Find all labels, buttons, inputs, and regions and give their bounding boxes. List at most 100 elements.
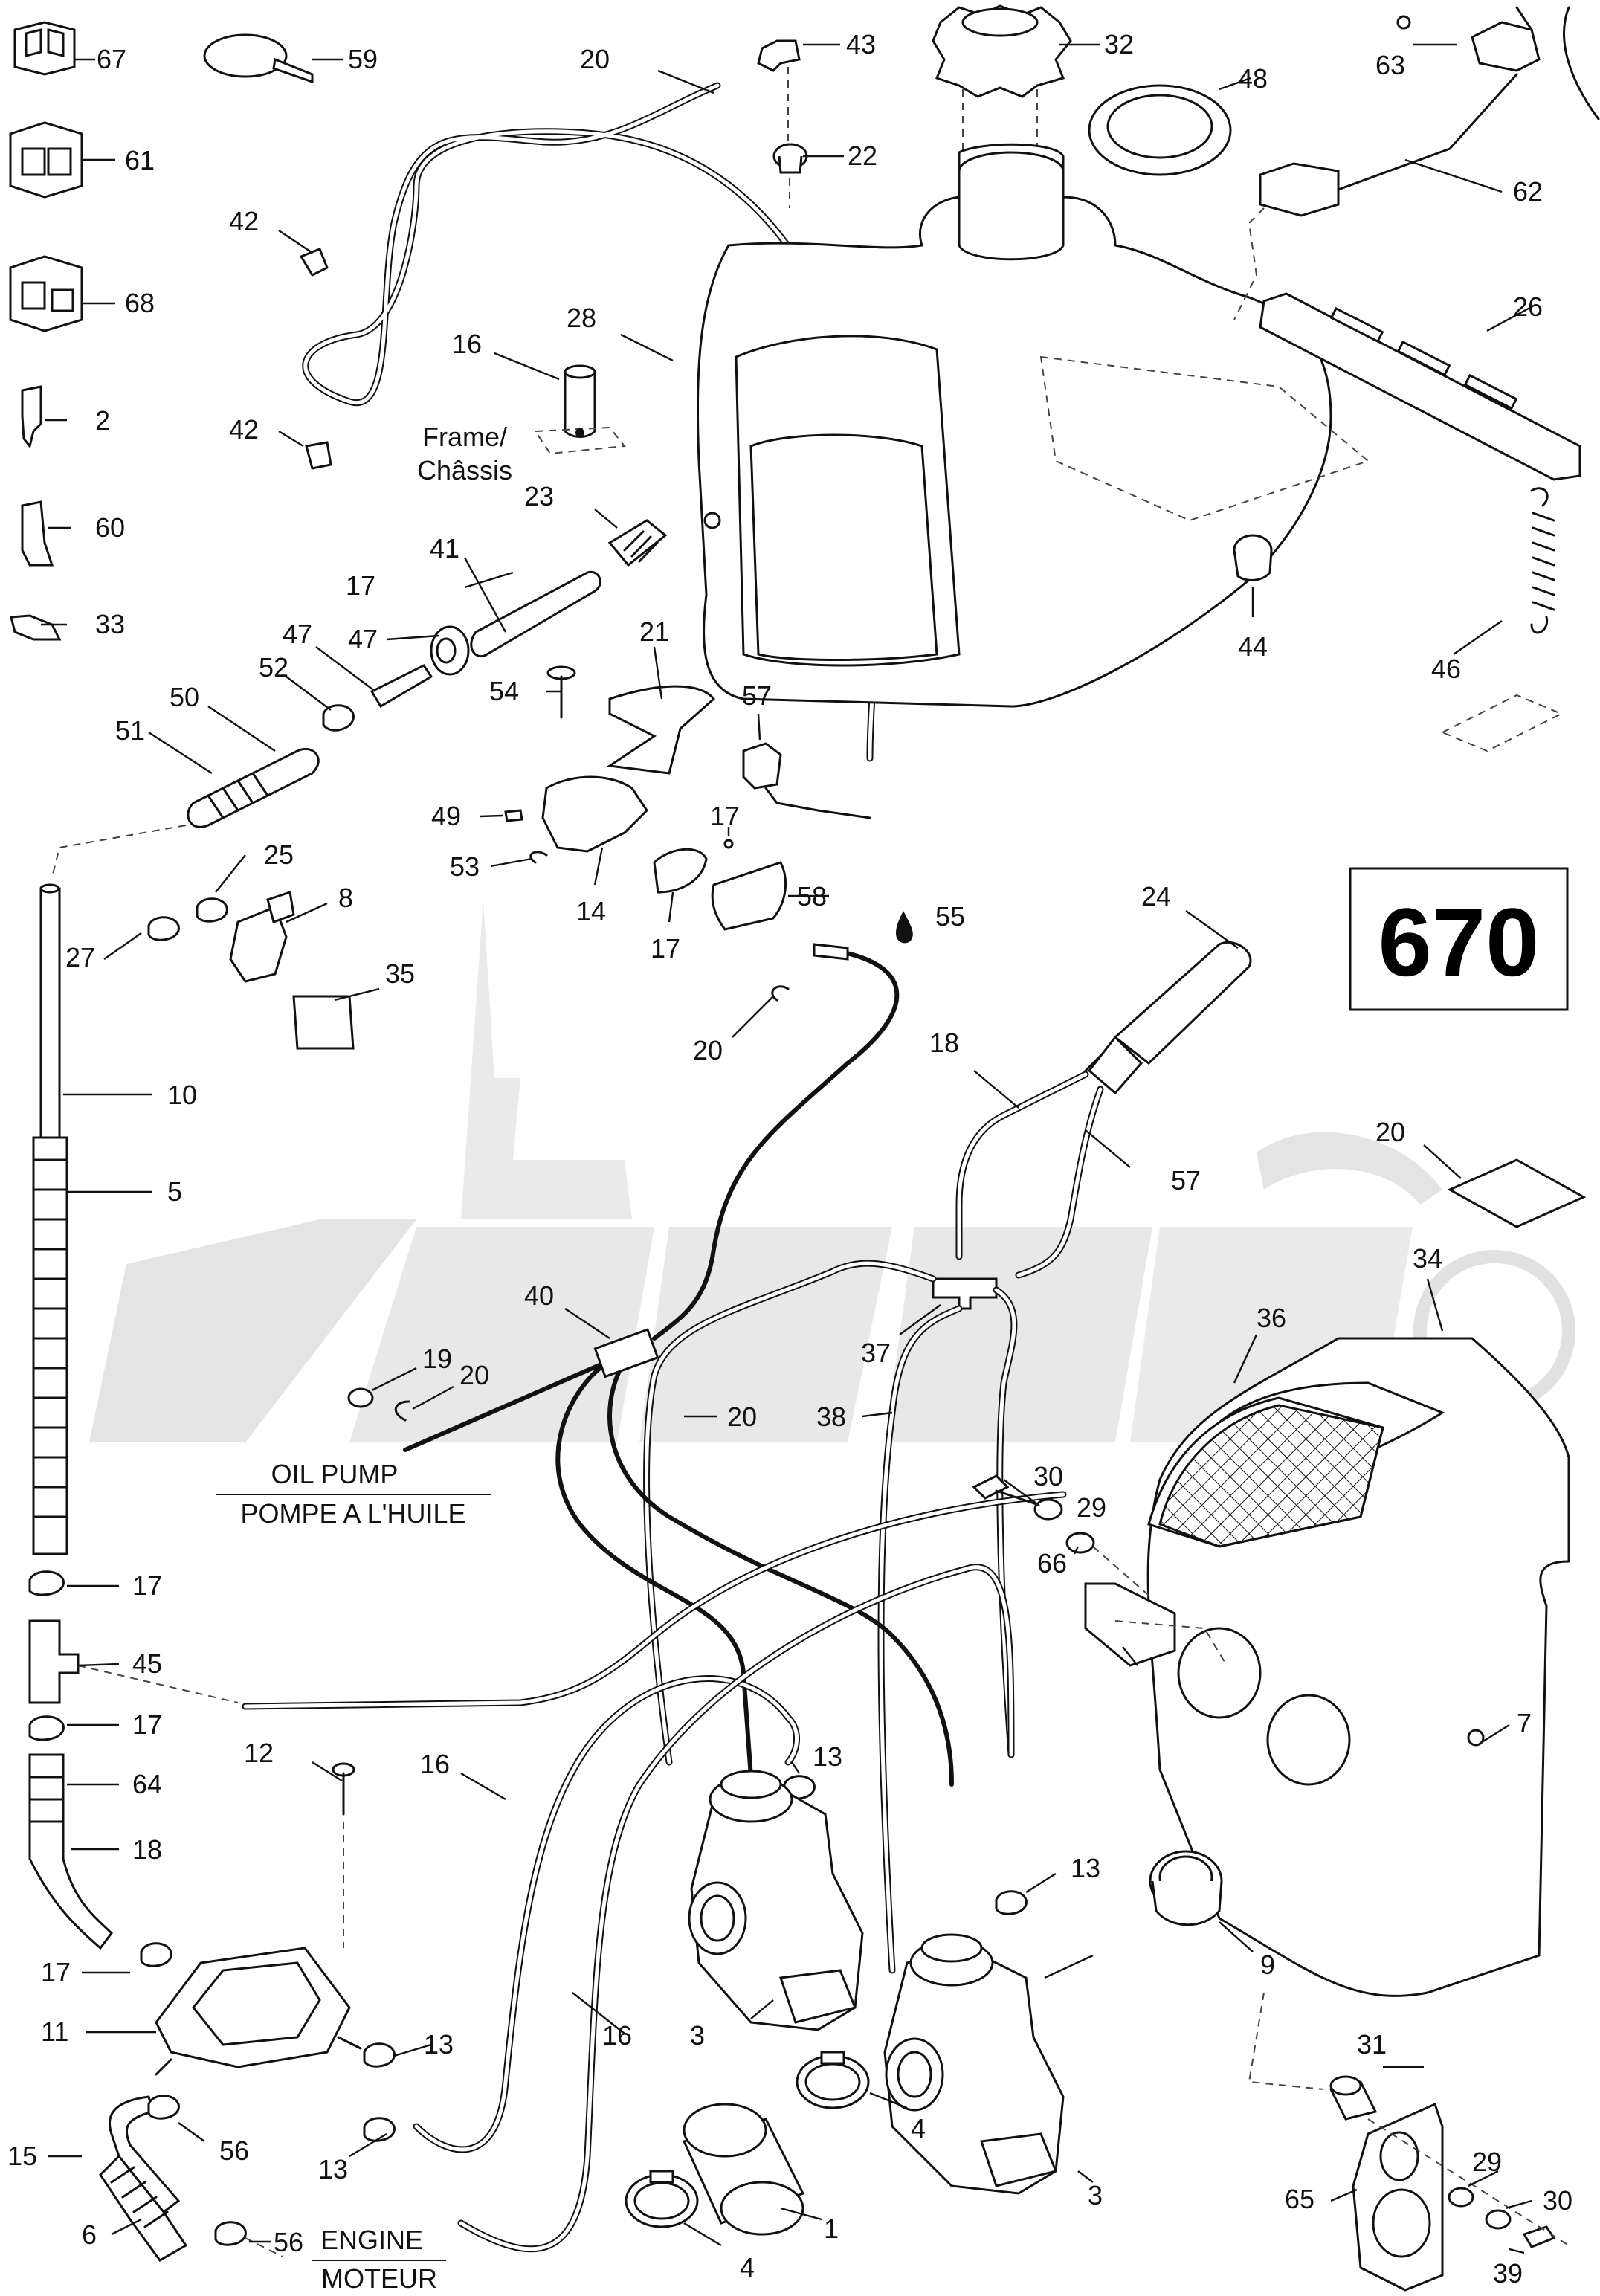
grommet-47-left bbox=[430, 625, 470, 676]
callout-label: 17 bbox=[651, 933, 680, 964]
oil-drop-58 bbox=[896, 911, 913, 944]
callout-label: 1 bbox=[824, 2213, 839, 2244]
callout-label: 13 bbox=[813, 1741, 842, 1772]
callout-label: 13 bbox=[424, 2029, 454, 2060]
diagram-number-box bbox=[1349, 867, 1569, 1011]
housing-55 bbox=[541, 775, 648, 853]
callout-label: 60 bbox=[95, 512, 125, 543]
callout-label: 23 bbox=[524, 481, 554, 512]
fuel-cap-32 bbox=[932, 4, 1072, 98]
callout-label: 20 bbox=[459, 1360, 489, 1390]
terminal-60 bbox=[10, 614, 62, 641]
callout-label: 17 bbox=[132, 1570, 162, 1601]
callout-label: 7 bbox=[1517, 1708, 1532, 1738]
fuel-line-18-57 bbox=[32, 883, 68, 1555]
fuel-tank-28 bbox=[696, 143, 1370, 708]
callout-label: 47 bbox=[348, 624, 378, 654]
clamp-13-d bbox=[363, 2117, 396, 2142]
callout-label: 9 bbox=[1260, 1950, 1275, 1980]
frame-label-en: Frame/ bbox=[422, 422, 507, 452]
elbow-fitting-43 bbox=[757, 39, 801, 72]
callout-label: 17 bbox=[41, 1957, 71, 1987]
grommet-47-right bbox=[1233, 534, 1273, 581]
oil-pump-label-en: OIL PUMP bbox=[271, 1459, 399, 1489]
callout-label: 45 bbox=[132, 1648, 162, 1679]
clamp-56-a bbox=[147, 2095, 180, 2120]
callout-label: 63 bbox=[1375, 50, 1405, 80]
callout-label: 43 bbox=[846, 29, 876, 59]
callout-label: 39 bbox=[1493, 2258, 1523, 2289]
engine-label-fr: MOTEUR bbox=[321, 2263, 437, 2294]
callout-label: 56 bbox=[274, 2227, 303, 2257]
callout-label: 36 bbox=[1257, 1303, 1286, 1333]
callout-label: 11 bbox=[41, 2016, 68, 2047]
carburetor-3-right bbox=[883, 1933, 1065, 2195]
clamp-4-left bbox=[625, 2170, 699, 2228]
intake-sleeve-1 bbox=[682, 2103, 805, 2236]
callout-label: 25 bbox=[264, 839, 294, 870]
tube-41 bbox=[470, 570, 601, 658]
oil-pump-cable bbox=[403, 1358, 954, 1787]
callout-label: 55 bbox=[935, 901, 965, 932]
callout-label: 42 bbox=[229, 206, 259, 236]
callout-label: 47 bbox=[283, 619, 312, 649]
callout-label: 62 bbox=[1513, 176, 1543, 207]
callout-label: 28 bbox=[567, 303, 596, 333]
decal-24 bbox=[292, 995, 355, 1050]
hose-15-6 bbox=[99, 2095, 188, 2262]
callout-label: 18 bbox=[929, 1028, 959, 1058]
callout-label: 30 bbox=[1543, 2185, 1572, 2216]
callout-label: 20 bbox=[1375, 1117, 1405, 1147]
callout-label: 27 bbox=[65, 942, 95, 973]
callout-label: 57 bbox=[742, 680, 772, 711]
terminal-46 bbox=[21, 500, 54, 567]
clamp-17-valve1 bbox=[147, 916, 180, 941]
connector-67 bbox=[13, 21, 76, 76]
spacer-31 bbox=[1329, 2075, 1378, 2121]
clamp-17-valve2 bbox=[196, 897, 228, 923]
callout-label: 20 bbox=[693, 1035, 723, 1065]
screw-12 bbox=[332, 1762, 355, 1816]
callout-label: 66 bbox=[1037, 1548, 1067, 1578]
watermark-logo bbox=[89, 900, 1575, 1442]
clip-35 bbox=[771, 985, 790, 1002]
tee-fitting-45 bbox=[28, 1619, 80, 1704]
callout-label: 6 bbox=[82, 2219, 97, 2250]
callout-label: 29 bbox=[1077, 1492, 1106, 1523]
callout-label: 24 bbox=[1141, 881, 1171, 912]
oil-pump-label-fr: POMPE A L'HUILE bbox=[241, 1498, 466, 1529]
gasket-14 bbox=[653, 848, 708, 894]
washer-30-bottom bbox=[1485, 2209, 1512, 2230]
callout-label: 59 bbox=[348, 44, 378, 74]
pad-outline-44 bbox=[1440, 694, 1564, 752]
callout-label: 56 bbox=[219, 2135, 249, 2166]
washer-36 bbox=[347, 1387, 374, 1408]
callout-label: 33 bbox=[95, 609, 125, 639]
callout-label: 20 bbox=[580, 44, 610, 74]
callout-label: 46 bbox=[1431, 654, 1461, 684]
diagram-number: 670 bbox=[1378, 888, 1540, 996]
tee-fitting-19 bbox=[932, 1277, 998, 1310]
callout-label: 12 bbox=[244, 1738, 274, 1768]
tie-wrap-59 bbox=[203, 33, 314, 84]
callout-label: 61 bbox=[125, 145, 155, 175]
fitting-23 bbox=[607, 519, 668, 567]
callout-label: 44 bbox=[1238, 631, 1268, 662]
callout-label: 51 bbox=[115, 715, 145, 746]
air-silencer-5 bbox=[1146, 1337, 1570, 1997]
leader-lines bbox=[41, 43, 1536, 2254]
callout-label: 67 bbox=[97, 44, 126, 74]
callout-label: 64 bbox=[132, 1769, 162, 1799]
callout-label: 5 bbox=[167, 1176, 182, 1207]
callout-label: 13 bbox=[1071, 1853, 1100, 1883]
decal-10 bbox=[1447, 1158, 1587, 1228]
callout-label: 16 bbox=[452, 329, 482, 359]
bracket-66 bbox=[1084, 1582, 1176, 1667]
callout-label: 21 bbox=[639, 616, 669, 647]
callout-label: 19 bbox=[422, 1344, 452, 1374]
callout-label: 16 bbox=[420, 1749, 450, 1779]
callout-label: 53 bbox=[450, 851, 480, 882]
callout-label: 58 bbox=[797, 881, 827, 912]
clip-37 bbox=[395, 1400, 410, 1422]
